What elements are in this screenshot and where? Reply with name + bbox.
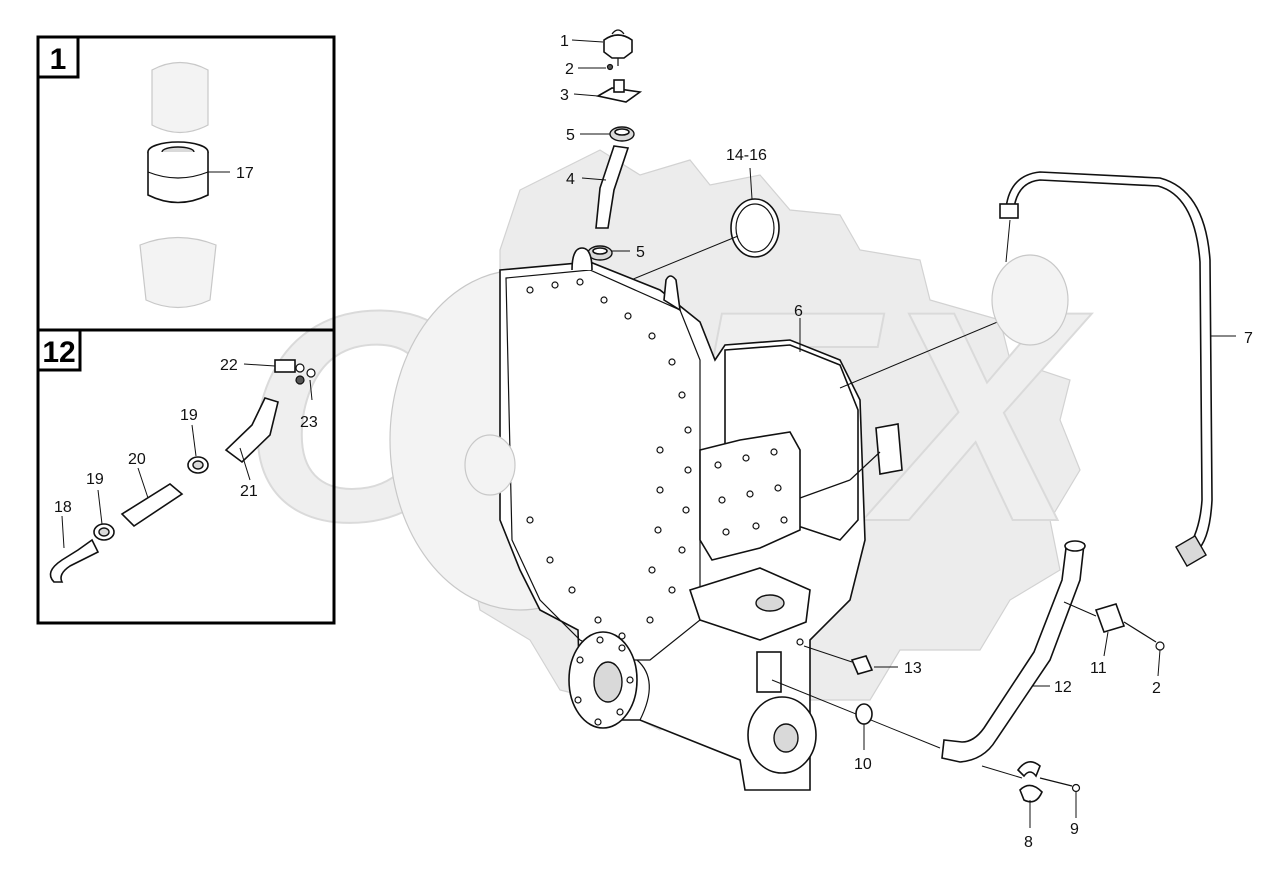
lifting-eye [571, 247, 593, 271]
callout-3: 3 [560, 87, 569, 104]
clamp-8-lower [1019, 784, 1043, 803]
fitting-13-assembly: 13 [803, 645, 922, 677]
inset-12-label-21: 21 [240, 483, 258, 500]
clip-11-assembly: 11 2 [1063, 601, 1165, 697]
inset-12-label-19a: 19 [180, 407, 198, 424]
callout-14-16: 14-16 [726, 147, 767, 164]
inset-12: 12 22 23 21 19 20 19 18 [36, 328, 336, 625]
callout-2a: 2 [565, 61, 574, 78]
seal-10-part [855, 703, 873, 725]
callout-7: 7 [1244, 330, 1253, 347]
clamp-8-assembly: 8 9 [1016, 761, 1081, 851]
seal-10-assembly: 10 [854, 703, 873, 773]
dipstick-tube [663, 275, 682, 312]
bracket-part [595, 87, 643, 103]
callout-5b: 5 [636, 244, 645, 261]
pipe-12-part [941, 542, 1085, 763]
callout-6: 6 [794, 303, 803, 320]
pipe-12-assembly: 12 [771, 540, 1086, 779]
inset-1-cap-ghost [151, 61, 209, 134]
callout-10: 10 [854, 756, 872, 773]
elbow-18-part [49, 538, 100, 583]
callout-5a: 5 [566, 127, 575, 144]
bearing-part [147, 141, 209, 204]
hose-4-part [595, 145, 630, 229]
tube-20-part [120, 483, 184, 528]
inset-12-label-20: 20 [128, 451, 146, 468]
callout-2b: 2 [1152, 680, 1161, 697]
inset-1-tag: 1 [50, 43, 67, 76]
pipe-7-assembly: 7 [991, 171, 1253, 567]
inset-1-label-17: 17 [236, 165, 254, 182]
callout-13: 13 [904, 660, 922, 677]
inset-12-label-18: 18 [54, 499, 72, 516]
breather-cap-part [603, 34, 633, 59]
callout-6-group: 6 [794, 303, 1027, 389]
hose-21-part [224, 397, 279, 464]
flange-bolts [526, 278, 692, 640]
o-ring-assembly: 14-16 [625, 147, 780, 283]
lower-cover [747, 696, 817, 774]
clamp-8-upper [1016, 761, 1041, 778]
mount-bracket [688, 567, 811, 641]
callout-1: 1 [560, 33, 569, 50]
o-ring-part [730, 198, 780, 258]
callout-9: 9 [1070, 821, 1079, 838]
inset-1-housing-ghost [139, 236, 217, 309]
inset-12-label-22: 22 [220, 357, 238, 374]
valve-bolts [714, 448, 788, 536]
transmission-housing [389, 247, 903, 791]
fitting-part [274, 359, 296, 373]
callout-12: 12 [1054, 679, 1072, 696]
inset-12-label-19b: 19 [86, 471, 104, 488]
callout-8: 8 [1024, 834, 1033, 851]
output-flange [568, 631, 650, 729]
inset-1: 1 17 [36, 35, 336, 332]
fitting-13-part [850, 655, 874, 675]
inset-12-tag: 12 [42, 336, 75, 369]
callout-4: 4 [566, 171, 575, 188]
inset-12-label-23: 23 [300, 414, 318, 431]
callout-11: 11 [1090, 660, 1107, 677]
clip-11-part [1094, 603, 1126, 633]
